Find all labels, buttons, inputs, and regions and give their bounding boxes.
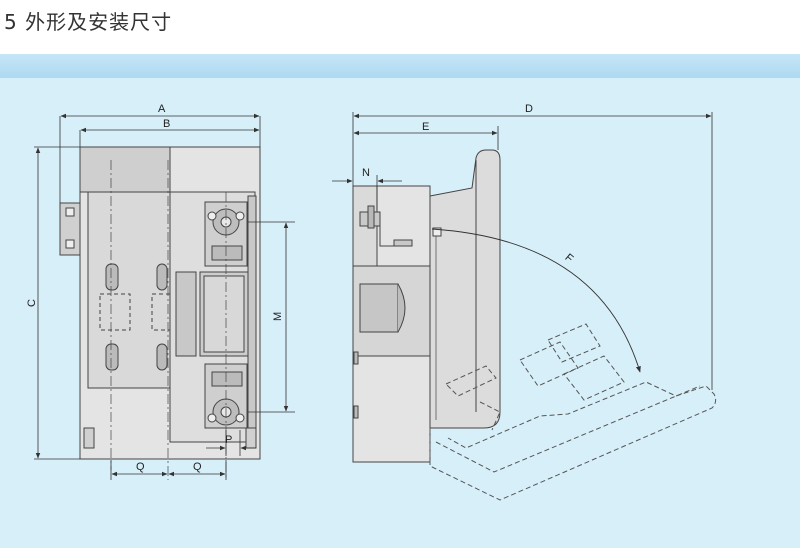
dim-label-N: N [362,167,370,179]
dim-label-E: E [422,121,429,133]
dim-label-F: F [562,252,575,266]
header-band [0,54,800,78]
handle-open [429,323,717,501]
dim-label-M: M [272,312,284,321]
dim-label-Q1: Q [136,461,145,473]
handle-plate [87,191,171,389]
dim-label-A: A [158,103,166,115]
dim-label-B: B [163,118,170,130]
section-title: 5 外形及安装尺寸 [4,10,173,34]
side-dimensions [332,112,713,390]
dim-label-D: D [525,103,533,115]
rotation-arc [431,228,641,373]
dim-label-P: P [225,434,232,446]
dim-label-Q2: Q [193,461,202,473]
handle-cover [79,146,171,193]
front-view [59,146,261,480]
handle-closed [429,149,501,429]
side-view [352,149,717,501]
front-dimensions [34,113,295,480]
dim-label-C: C [26,299,38,307]
